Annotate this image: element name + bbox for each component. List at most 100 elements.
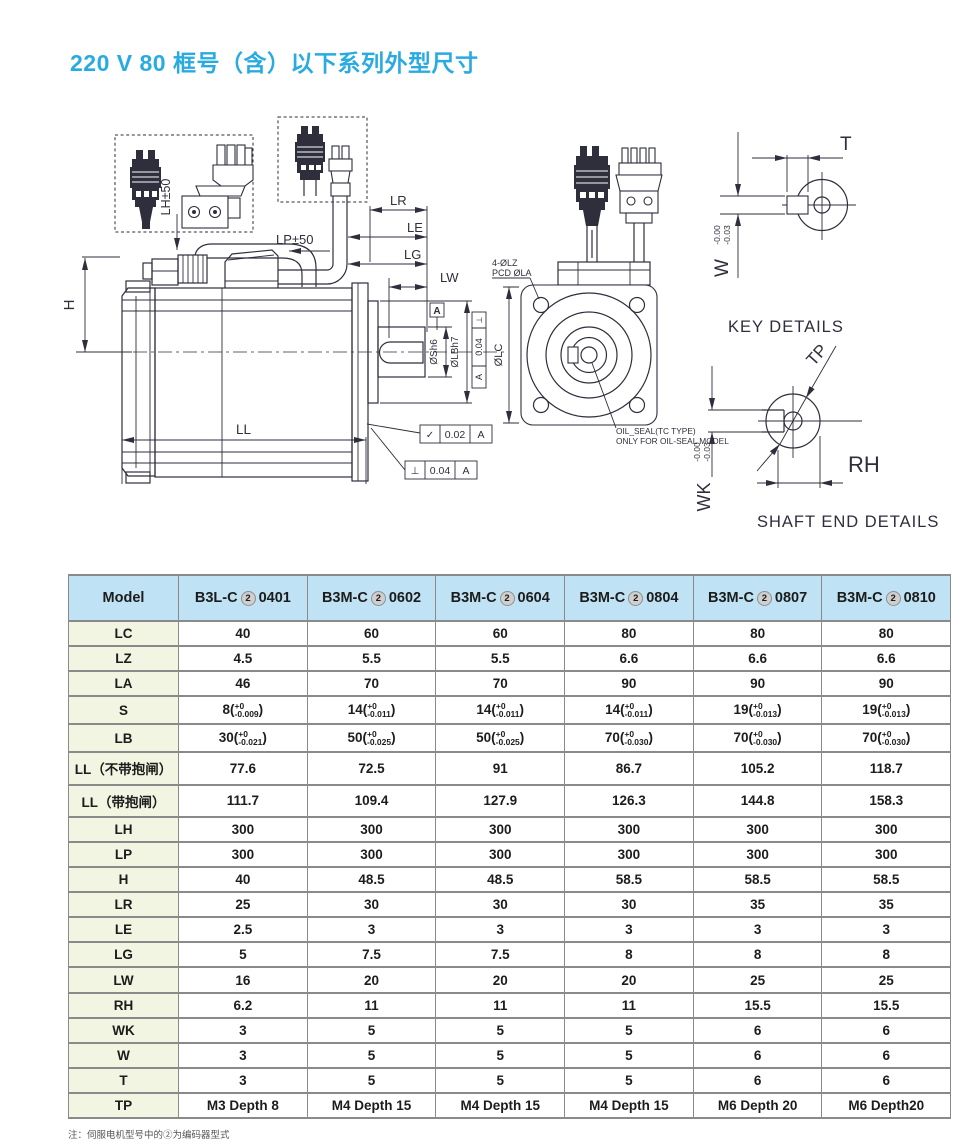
surface-symbol: ✓ (426, 430, 434, 441)
value-cell: 300 (435, 841, 566, 869)
row-label: LG (68, 941, 179, 969)
value-cell: 109.4 (306, 783, 437, 819)
value-cell: 15.5 (821, 991, 952, 1019)
holes-note: PCD ØLA (492, 268, 532, 278)
value-cell: 30 (306, 891, 437, 919)
tol-value: 0.02 (445, 429, 466, 441)
tol-datum: A (462, 465, 469, 477)
value-cell: 90 (692, 670, 823, 698)
connector-icon (574, 146, 610, 262)
value-cell: 58.5 (692, 866, 823, 894)
side-view: H LH±50 LP±50 LR LE LG LW LL ØSh6 ØLBh7 … (61, 116, 505, 484)
value-cell: 126.3 (564, 783, 694, 819)
value-cell: 35 (692, 891, 823, 919)
value-cell: 19(+0-0.013) (692, 695, 823, 726)
value-cell: 8 (821, 941, 952, 969)
value-cell: M4 Depth 15 (564, 1091, 694, 1120)
tol-value: 0.04 (474, 338, 484, 356)
dim-pilot-dia: ØLBh7 (450, 336, 461, 368)
value-cell: 30 (435, 891, 566, 919)
dim-lr: LR (390, 193, 407, 208)
value-cell: 58.5 (564, 866, 694, 894)
value-cell: 50(+0-0.025) (435, 723, 566, 754)
value-cell: 127.9 (435, 783, 566, 819)
page-title: 220 V 80 框号（含）以下系列外型尺寸 (70, 50, 479, 76)
row-label: H (68, 866, 179, 894)
value-cell: 11 (306, 991, 437, 1019)
value-cell: 11 (564, 991, 694, 1019)
value-cell: 11 (435, 991, 566, 1019)
value-cell: 6.6 (692, 645, 823, 673)
row-label: WK (68, 1016, 179, 1044)
model-column-header: Model (68, 574, 179, 622)
tol-hi: -0.00 (692, 442, 702, 462)
tol-datum: A (477, 429, 484, 441)
value-cell: 2.5 (178, 916, 308, 944)
value-cell: 30 (564, 891, 694, 919)
dim-tp: TP (803, 341, 832, 370)
value-cell: 8 (564, 941, 694, 969)
row-label: RH (68, 991, 179, 1019)
value-cell: 5 (435, 1041, 566, 1069)
value-cell: 3 (178, 1016, 308, 1044)
shaft-end-details-title: SHAFT END DETAILS (757, 513, 939, 531)
value-cell: 5.5 (306, 645, 437, 673)
value-cell: 25 (692, 966, 823, 994)
row-label: W (68, 1041, 179, 1069)
value-cell: 3 (178, 1041, 308, 1069)
value-cell: 5 (178, 941, 308, 969)
value-cell: 4.5 (178, 645, 308, 673)
connector-icon (130, 150, 161, 229)
dim-le: LE (407, 220, 423, 235)
value-cell: 40 (178, 619, 308, 648)
value-cell: 14(+0-0.011) (564, 695, 694, 726)
value-cell: 48.5 (435, 866, 566, 894)
value-cell: 5 (564, 1016, 694, 1044)
value-cell: 7.5 (306, 941, 437, 969)
row-label: T (68, 1066, 179, 1094)
oil-seal-note: ONLY FOR OIL-SEAL MODEL (616, 436, 729, 446)
value-cell: 30(+0-0.021) (178, 723, 308, 754)
value-cell: 5 (306, 1041, 437, 1069)
value-cell: 6.6 (564, 645, 694, 673)
value-cell: 5 (306, 1066, 437, 1094)
value-cell: 50(+0-0.025) (306, 723, 437, 754)
holes-note: 4-ØLZ (492, 258, 518, 268)
value-cell: M4 Depth 15 (306, 1091, 437, 1120)
row-label: LL（不带抱闸） (68, 751, 179, 786)
footnote: 注：伺服电机型号中的②为编码器型式 (68, 1130, 230, 1141)
dim-lp: LP±50 (276, 232, 314, 247)
row-label: LH (68, 816, 179, 844)
dim-h: H (61, 300, 78, 311)
tol-lo: -0.03 (702, 442, 712, 462)
dim-w: W (712, 259, 733, 277)
encoder-type-badge: 2 (756, 591, 772, 606)
value-cell: 300 (692, 841, 823, 869)
value-cell: 144.8 (692, 783, 823, 819)
value-cell: 70(+0-0.030) (692, 723, 823, 754)
value-cell: 105.2 (692, 751, 823, 786)
value-cell: 111.7 (178, 783, 308, 819)
value-cell: M6 Depth 20 (692, 1091, 823, 1120)
value-cell: 60 (435, 619, 566, 648)
key-details-title: KEY DETAILS (728, 318, 844, 336)
key-details: T -0.00 -0.03 W KEY DETAILS (712, 132, 856, 336)
value-cell: 25 (821, 966, 952, 994)
value-cell: 86.7 (564, 751, 694, 786)
row-label: LR (68, 891, 179, 919)
encoder-type-badge: 2 (240, 591, 256, 606)
value-cell: 35 (821, 891, 952, 919)
